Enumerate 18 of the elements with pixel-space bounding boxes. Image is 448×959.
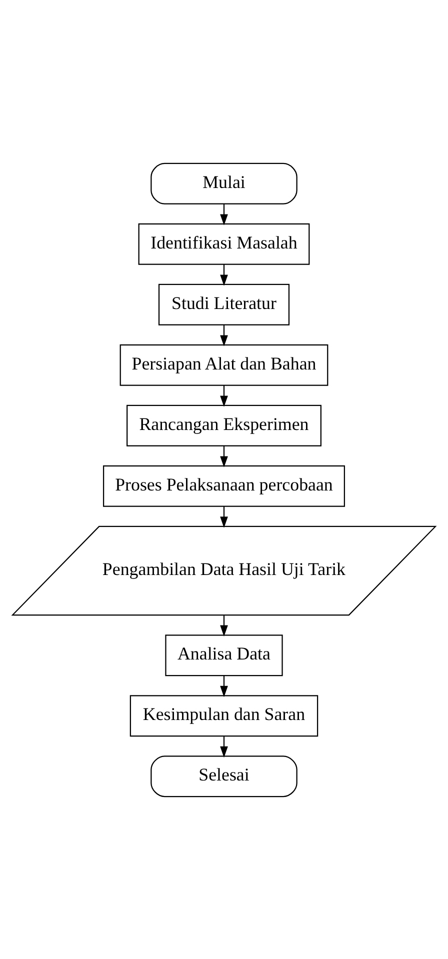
arrow bbox=[220, 384, 228, 406]
node-box: Analisa Data bbox=[165, 634, 283, 676]
arrow bbox=[220, 445, 228, 467]
arrow bbox=[220, 203, 228, 225]
arrow bbox=[220, 264, 228, 286]
node-box: Studi Literatur bbox=[158, 283, 290, 325]
node-box: Persiapan Alat dan Bahan bbox=[120, 344, 328, 386]
arrow bbox=[220, 614, 228, 636]
arrow bbox=[220, 736, 228, 758]
node-box: Kesimpulan dan Saran bbox=[130, 694, 318, 736]
arrow bbox=[220, 324, 228, 346]
node-box: Mulai bbox=[150, 162, 298, 204]
node-box: Selesai bbox=[150, 755, 298, 797]
node-box: Rancangan Eksperimen bbox=[126, 404, 322, 446]
node-box: Identifikasi Masalah bbox=[138, 222, 310, 264]
arrow bbox=[220, 675, 228, 697]
arrow bbox=[220, 506, 228, 528]
node-box: Proses Pelaksanaan percobaan bbox=[103, 464, 345, 506]
